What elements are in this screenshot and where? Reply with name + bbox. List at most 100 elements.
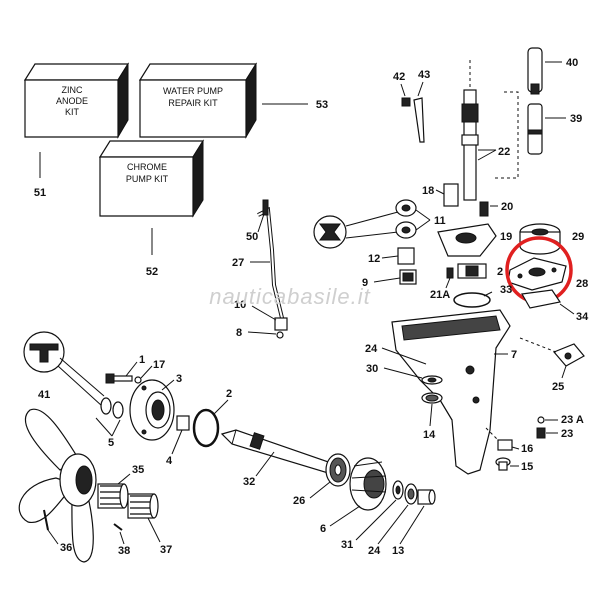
callout-3: 3: [176, 373, 182, 385]
callout-11: 11: [434, 215, 446, 227]
washer-23A: [537, 416, 545, 424]
callout-33: 33: [500, 284, 512, 296]
propeller-shaft-32: [220, 429, 341, 477]
kit-line: KIT: [65, 107, 80, 117]
screw-23: [536, 427, 546, 439]
gasket-34: [521, 289, 561, 309]
pump-housing-19: [437, 223, 497, 257]
chrome-pump-kit-box: CHROME PUMP KIT: [98, 139, 205, 218]
kit-line: ANODE: [56, 96, 88, 106]
zinc-anode-kit-box: ZINC ANODE KIT: [23, 62, 130, 139]
bolt-1: [105, 373, 133, 384]
spline-35: [97, 483, 129, 509]
ring-8: [276, 331, 284, 339]
callout-37: 37: [160, 544, 172, 556]
bushing-13: [417, 489, 436, 505]
callout-24a: 24: [365, 343, 378, 355]
callout-53: 53: [316, 99, 328, 111]
bearing-carrier-3: [129, 379, 175, 441]
callout-28: 28: [576, 278, 588, 290]
callout-16: 16: [521, 443, 533, 455]
cotter-36: [43, 509, 49, 531]
callout-42: 42: [393, 71, 405, 83]
callout-26: 26: [293, 495, 305, 507]
grommet-9: [399, 269, 417, 285]
callout-4: 4: [166, 455, 173, 467]
watermark: nauticabasile.it: [209, 284, 371, 309]
callout-35: 35: [132, 464, 144, 476]
callout-43: 43: [418, 69, 430, 81]
callout-19: 19: [500, 231, 512, 243]
callout-29: 29: [572, 231, 584, 243]
oring-2: [192, 408, 220, 448]
gear-26: [325, 453, 351, 487]
shaft-piece-40: [527, 47, 543, 95]
callout-8: 8: [236, 327, 242, 339]
callout-17: 17: [153, 359, 165, 371]
plug-16: [485, 427, 513, 451]
callout-2b: 2: [226, 388, 232, 400]
callout-1: 1: [139, 354, 145, 366]
callout-15: 15: [521, 461, 533, 473]
callout-50: 50: [246, 231, 258, 243]
washer-31: [392, 480, 404, 500]
callout-30: 30: [366, 363, 378, 375]
impeller-2: [457, 263, 487, 279]
callout-34: 34: [576, 311, 589, 323]
kit-line: ZINC: [62, 85, 83, 95]
plug-15: [495, 457, 511, 471]
seal-inset-detail: [23, 331, 105, 407]
pin-38: [113, 523, 123, 531]
callout-2a: 2: [497, 266, 503, 278]
callout-36: 36: [60, 542, 72, 554]
cover-25: [519, 337, 585, 367]
kit-line: CHROME: [127, 162, 167, 172]
bearing-24: [404, 483, 418, 505]
callout-14: 14: [423, 429, 436, 441]
gearcase-housing-7: [391, 309, 511, 475]
clip-50: [262, 199, 269, 216]
screw-42: [401, 97, 411, 107]
seal-18: [443, 183, 459, 207]
callout-23A: 23 A: [561, 414, 584, 426]
callout-39: 39: [570, 113, 582, 125]
callout-21A: 21A: [430, 289, 450, 301]
kit-line: PUMP KIT: [126, 174, 169, 184]
callout-32: 32: [243, 476, 255, 488]
callout-52: 52: [146, 266, 158, 278]
callout-10: 10: [234, 299, 246, 311]
kit-line: WATER PUMP: [163, 86, 223, 96]
callout-25: 25: [552, 381, 564, 393]
spline-37: [127, 493, 159, 519]
callout-20: 20: [501, 201, 513, 213]
callout-38: 38: [118, 545, 130, 557]
callout-31: 31: [341, 539, 353, 551]
callout-5: 5: [108, 437, 114, 449]
callout-27: 27: [232, 257, 244, 269]
callout-6: 6: [320, 523, 326, 535]
water-pump-repair-kit-box: WATER PUMP REPAIR KIT: [138, 62, 258, 139]
callout-41: 41: [38, 389, 50, 401]
callout-24b: 24: [368, 545, 381, 557]
oring-33: [453, 292, 491, 308]
driveshaft-22: [461, 60, 479, 201]
bolt-20: [479, 201, 489, 217]
seals-5: [100, 397, 124, 419]
connector-10: [274, 317, 288, 331]
bushing-12: [397, 247, 415, 265]
kit-line: REPAIR KIT: [168, 98, 218, 108]
propeller-41: [18, 408, 97, 563]
callout-12: 12: [368, 253, 380, 265]
grommet-inset-detail: [313, 211, 399, 249]
callout-13: 13: [392, 545, 404, 557]
washer-30: [421, 375, 443, 385]
callout-23: 23: [561, 428, 573, 440]
pin-21A: [446, 267, 454, 279]
rod-43: [413, 97, 425, 143]
callout-40: 40: [566, 57, 578, 69]
callout-7: 7: [511, 349, 517, 361]
grommet-11-b: [395, 221, 417, 239]
callout-51: 51: [34, 187, 46, 199]
